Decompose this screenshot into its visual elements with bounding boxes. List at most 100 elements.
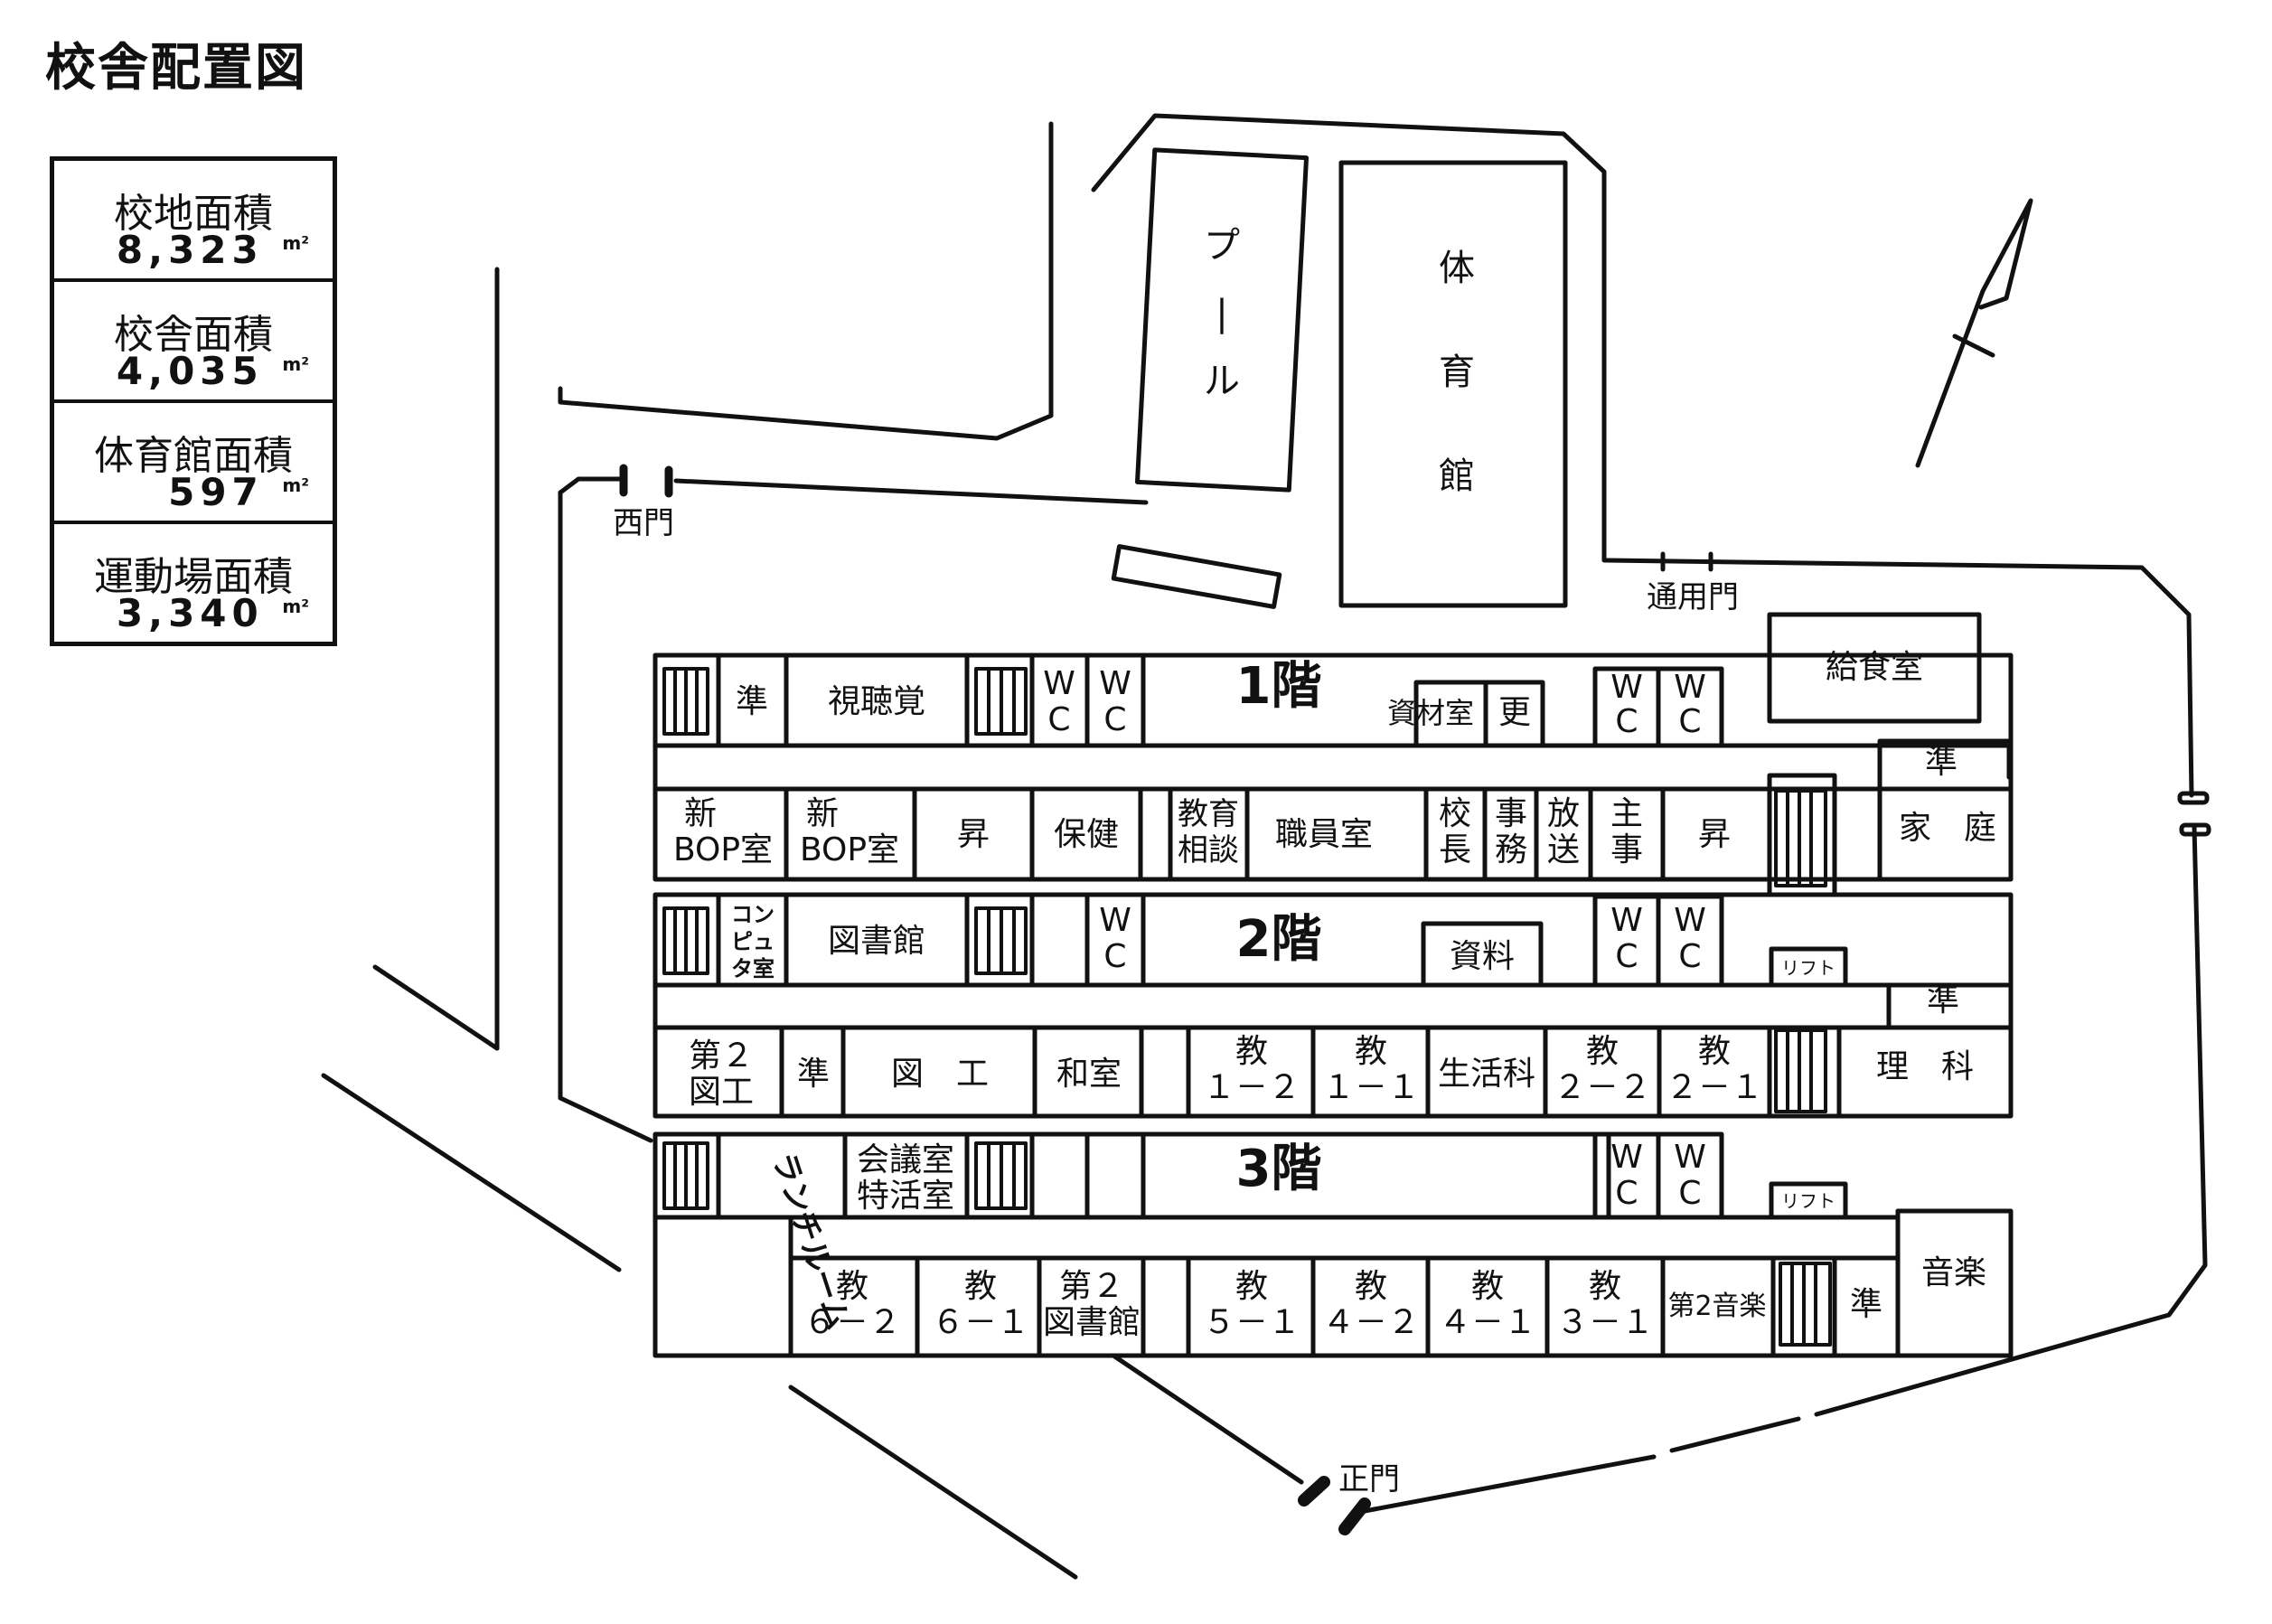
room-admin: 事 bbox=[1610, 831, 1643, 868]
floor1-label: 1階 bbox=[1236, 657, 1322, 716]
stat-label: 運動場面積 bbox=[94, 554, 293, 600]
room-home-economics: 家 庭 bbox=[1899, 810, 1996, 847]
wc-label: W bbox=[1099, 902, 1131, 939]
main-gate-post bbox=[1338, 1497, 1371, 1535]
wc-label: W bbox=[1674, 669, 1706, 706]
room-lift: リフト bbox=[1781, 957, 1835, 979]
room-meeting: 特活室 bbox=[857, 1178, 954, 1215]
pool-label: | bbox=[1216, 293, 1227, 334]
wc-label: W bbox=[1610, 1139, 1643, 1176]
wc-label: C bbox=[1678, 1175, 1701, 1212]
room-meeting: 会議室 bbox=[857, 1141, 954, 1178]
site-boundary bbox=[1091, 113, 2194, 798]
wc-label: C bbox=[1047, 701, 1070, 738]
site-boundary bbox=[673, 478, 1149, 505]
room-office: 務 bbox=[1495, 831, 1527, 868]
site-boundary bbox=[1669, 1416, 1801, 1453]
room-staff: 職員室 bbox=[1275, 816, 1373, 853]
wc-label: C bbox=[1678, 703, 1701, 740]
stat-label: 体育館面積 bbox=[94, 433, 293, 479]
site-boundary bbox=[1814, 824, 2208, 1417]
wc-label: W bbox=[1674, 1139, 1706, 1176]
main-gate-label: 正門 bbox=[1338, 1461, 1400, 1497]
room-counsel: 教育 bbox=[1178, 796, 1239, 832]
gym-label: 館 bbox=[1439, 455, 1475, 497]
room-bop: 新 bbox=[684, 795, 717, 832]
classroom-6-2: ６－２ bbox=[803, 1304, 901, 1341]
road-line bbox=[558, 121, 1054, 441]
kitchen-building bbox=[1767, 612, 1982, 724]
service-gate-label: 通用門 bbox=[1647, 579, 1739, 615]
stat-building-area: 校舎面積 4,035 m² bbox=[54, 282, 333, 403]
room-computer: ピュ bbox=[731, 929, 775, 954]
kitchen-label: 給食室 bbox=[1826, 649, 1923, 686]
wc-label: C bbox=[1615, 703, 1638, 740]
gym-label: 育 bbox=[1439, 352, 1475, 393]
classroom-4-1: 教 bbox=[1471, 1268, 1504, 1305]
classroom-6-2: 教 bbox=[836, 1268, 868, 1305]
classroom-6-1: 教 bbox=[964, 1268, 997, 1305]
room-music: 音楽 bbox=[1921, 1254, 1986, 1291]
classroom-1-1: １－１ bbox=[1322, 1069, 1420, 1106]
classroom-2-2: ２－２ bbox=[1554, 1069, 1651, 1106]
stat-value: 4,035 m² bbox=[116, 349, 309, 393]
room-prep: 準 bbox=[797, 1056, 830, 1093]
room-library2: 第２ bbox=[1059, 1268, 1124, 1305]
classroom-3-1: ３－１ bbox=[1556, 1304, 1654, 1341]
wc-label: C bbox=[1103, 701, 1126, 738]
road-line bbox=[1111, 1353, 1304, 1485]
classroom-4-2: ４－２ bbox=[1322, 1304, 1420, 1341]
room-materials: 資材室 bbox=[1387, 696, 1474, 730]
area-stats-panel: 校地面積 8,323 m² 校舎面積 4,035 m² 体育館面積 597 m²… bbox=[50, 156, 337, 646]
road-line bbox=[788, 1385, 1078, 1580]
room-life-studies: 生活科 bbox=[1438, 1056, 1535, 1093]
classroom-4-2: 教 bbox=[1355, 1268, 1387, 1305]
stair-icon bbox=[662, 667, 1832, 1347]
pool-step bbox=[1111, 544, 1282, 609]
room-art2: 第２ bbox=[689, 1037, 754, 1075]
room-av: 視聴覚 bbox=[828, 683, 925, 720]
room-bop: 新 bbox=[806, 795, 839, 832]
room-admin: 主 bbox=[1610, 795, 1643, 832]
room-computer: タ室 bbox=[731, 956, 775, 981]
room-counsel: 相談 bbox=[1178, 832, 1239, 868]
wc-label: C bbox=[1678, 938, 1701, 975]
room-stairs: 昇 bbox=[1698, 816, 1731, 853]
room-bop: BOP室 bbox=[800, 831, 899, 868]
stat-label: 校地面積 bbox=[114, 191, 273, 237]
floor2-outline bbox=[652, 892, 2014, 1119]
stat-label: 校舎面積 bbox=[114, 312, 273, 358]
pool bbox=[1134, 147, 1310, 493]
classroom-3-1: 教 bbox=[1589, 1268, 1621, 1305]
room-prep: 準 bbox=[1925, 744, 1957, 781]
room-lift: リフト bbox=[1781, 1190, 1835, 1212]
room-library2: 図書館 bbox=[1043, 1304, 1141, 1341]
wc-label: W bbox=[1043, 665, 1075, 702]
classroom-6-1: ６－１ bbox=[932, 1304, 1029, 1341]
wc-label: C bbox=[1103, 938, 1126, 975]
room-nurse: 保健 bbox=[1054, 816, 1119, 853]
classroom-2-1: ２－１ bbox=[1666, 1069, 1763, 1106]
classroom-2-2: 教 bbox=[1586, 1033, 1619, 1070]
room-library: 図書館 bbox=[828, 923, 925, 960]
classroom-1-1: 教 bbox=[1355, 1033, 1387, 1070]
wc-label: W bbox=[1099, 665, 1131, 702]
classroom-4-1: ４－１ bbox=[1439, 1304, 1536, 1341]
room-prep: 準 bbox=[736, 683, 768, 720]
west-gate-label: 西門 bbox=[613, 505, 674, 541]
classroom-1-2: 教 bbox=[1235, 1033, 1268, 1070]
road-line bbox=[321, 1073, 622, 1272]
site-boundary bbox=[558, 490, 653, 1143]
gym-label: 体 bbox=[1439, 248, 1475, 289]
room-broadcast: 送 bbox=[1547, 831, 1580, 868]
stat-site-area: 校地面積 8,323 m² bbox=[54, 161, 333, 282]
room-resource: 資料 bbox=[1450, 938, 1515, 975]
side-gate bbox=[2179, 822, 2211, 837]
wc-label: W bbox=[1674, 902, 1706, 939]
room-bop: BOP室 bbox=[673, 831, 773, 868]
pool-label: プ bbox=[1204, 225, 1240, 267]
stat-field-area: 運動場面積 3,340 m² bbox=[54, 524, 333, 642]
wc-label: W bbox=[1610, 669, 1643, 706]
gym bbox=[1338, 160, 1568, 608]
